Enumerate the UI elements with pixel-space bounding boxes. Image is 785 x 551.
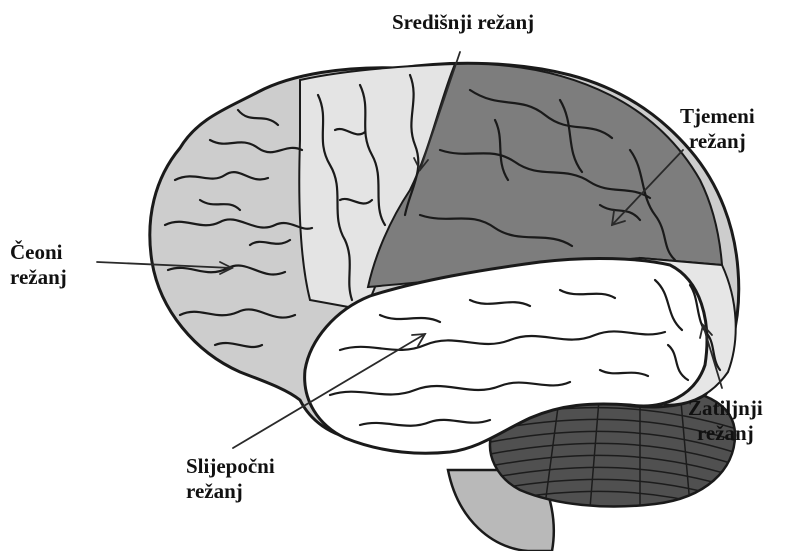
parietal-lobe-label-line1: Tjemeni xyxy=(680,104,755,129)
frontal-lobe-label-line2: režanj xyxy=(10,265,67,290)
frontal-lobe-label: Čeoni režanj xyxy=(10,240,67,290)
occipital-lobe-label: Zatiljnji režanj xyxy=(688,396,763,446)
temporal-lobe-label: Slijepočni režanj xyxy=(186,454,275,504)
central-lobe-label: Središnji režanj xyxy=(392,10,534,35)
parietal-lobe-label-line2: režanj xyxy=(680,129,755,154)
temporal-lobe-label-line2: režanj xyxy=(186,479,275,504)
frontal-lobe-label-line1: Čeoni xyxy=(10,240,67,265)
central-lobe-label-text: Središnji režanj xyxy=(392,10,534,35)
temporal-lobe-label-line1: Slijepočni xyxy=(186,454,275,479)
occipital-lobe-label-line1: Zatiljnji xyxy=(688,396,763,421)
occipital-lobe-label-line2: režanj xyxy=(688,421,763,446)
parietal-lobe-label: Tjemeni režanj xyxy=(680,104,755,154)
